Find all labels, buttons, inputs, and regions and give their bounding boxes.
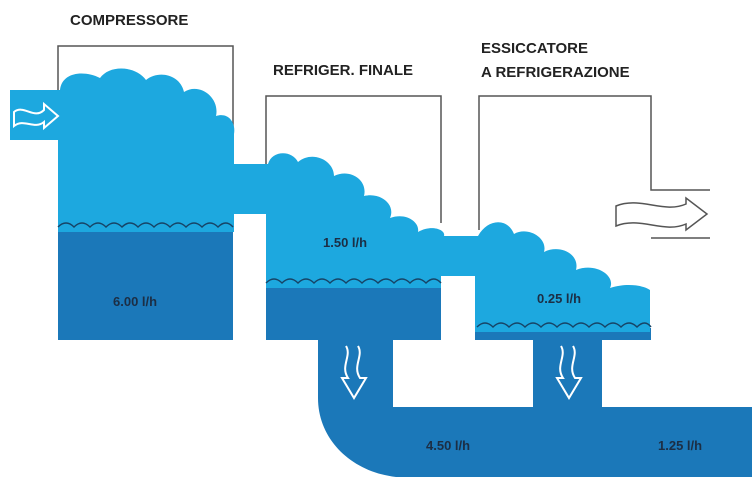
dryer-water-waves bbox=[476, 322, 652, 329]
drain-arrow-icon bbox=[555, 345, 583, 400]
drain-rate-total: 1.25 l/h bbox=[658, 438, 702, 453]
compressor-title: COMPRESSORE bbox=[70, 12, 188, 29]
air-flow-body bbox=[10, 68, 650, 333]
compressor-water-waves bbox=[57, 222, 234, 229]
drain-rate-aftercooler: 4.50 l/h bbox=[426, 438, 470, 453]
dryer-title-line-2: A REFRIGERAZIONE bbox=[481, 64, 630, 81]
condensate-dark-areas bbox=[58, 228, 752, 477]
aftercooler-condensate-rate: 1.50 l/h bbox=[323, 235, 367, 250]
dryer-vessel-outline bbox=[478, 95, 710, 239]
compressor-condensate-rate: 6.00 l/h bbox=[113, 294, 157, 309]
dryer-title-line-1: ESSICCATORE bbox=[481, 40, 588, 57]
dryer-condensate-rate: 0.25 l/h bbox=[537, 291, 581, 306]
aftercooler-title: REFRIGER. FINALE bbox=[273, 62, 413, 79]
aftercooler-vessel-outline bbox=[265, 95, 442, 223]
inlet-arrow-icon bbox=[13, 101, 60, 131]
aftercooler-water-waves bbox=[265, 278, 442, 285]
outlet-arrow-icon bbox=[615, 196, 709, 232]
drain-arrow-icon bbox=[340, 345, 368, 400]
